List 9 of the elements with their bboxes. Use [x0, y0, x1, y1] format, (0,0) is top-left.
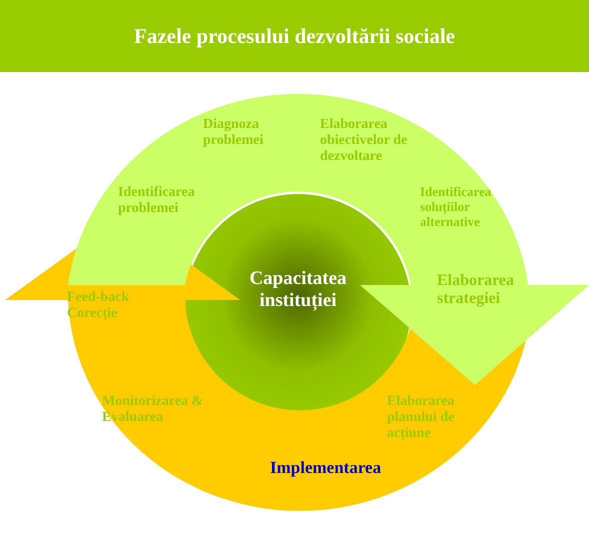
phase-label: Diagnoza problemei [203, 117, 264, 150]
phase-label: Elaborarea strategiei [437, 272, 516, 309]
phase-label: Elaborarea planului de acțiune [387, 394, 456, 442]
phase-label: Implementarea [270, 458, 382, 478]
phase-label: Identificarea soluțiilor alternative [420, 185, 492, 230]
phase-label: Elaborarea obiectivelor de dezvoltare [320, 117, 408, 166]
center-label: Capacitatea instituției [248, 268, 348, 312]
phase-label: Identificarea problemei [118, 185, 196, 218]
title-banner: Fazele procesului dezvoltării sociale [0, 0, 589, 72]
